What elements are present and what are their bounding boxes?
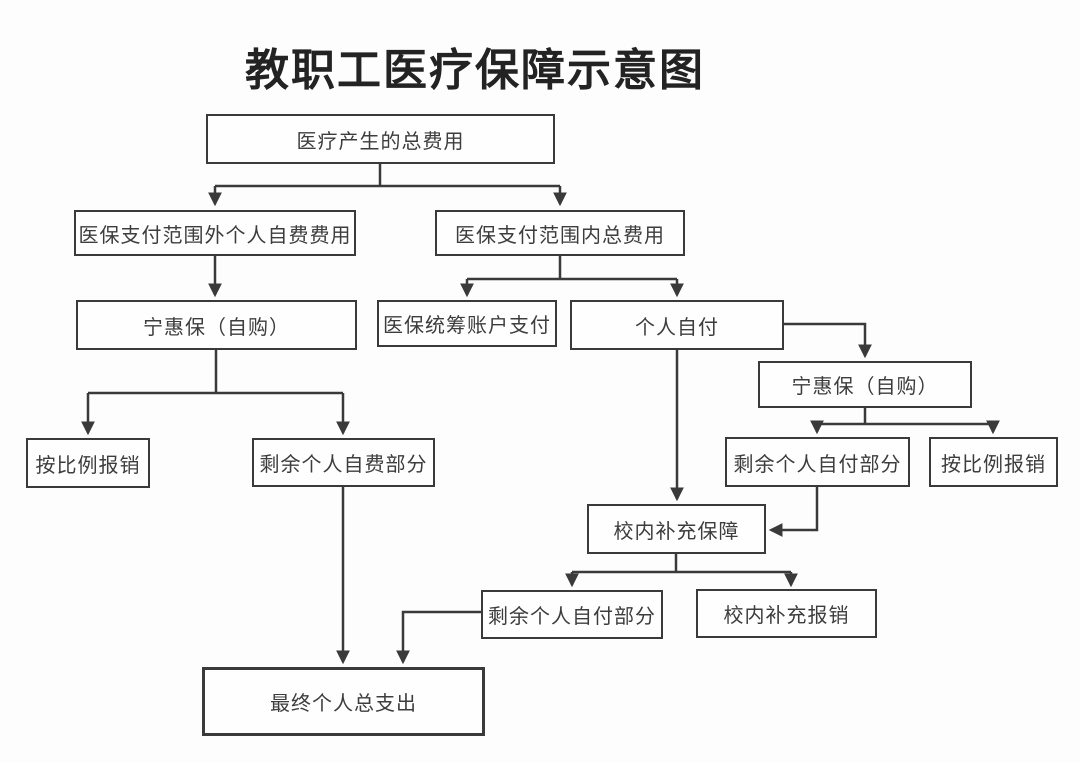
node-school-supplement: 校内补充保障	[587, 504, 766, 554]
connector-remaining-to-school	[768, 487, 819, 537]
connector-school-split	[565, 554, 798, 588]
node-pooled-account: 医保统筹账户支付	[377, 300, 557, 347]
connector-ninghuibao-right-split	[810, 408, 1000, 435]
node-school-reimburse: 校内补充报销	[696, 589, 877, 638]
node-outside-scope: 医保支付范围外个人自费费用	[74, 210, 356, 256]
node-remaining-self-funded: 剩余个人自费部分	[252, 438, 435, 487]
node-ninghuibao-left: 宁惠保（自购）	[76, 300, 357, 350]
connector-inside-split	[460, 256, 684, 298]
connector-ninghuibao-left-split	[81, 350, 350, 436]
connector-total-split	[208, 164, 567, 207]
node-total-cost: 医疗产生的总费用	[206, 114, 555, 164]
node-self-pay: 个人自付	[570, 300, 784, 350]
node-remaining-after-school: 剩余个人自付部分	[481, 590, 663, 639]
node-remaining-self-pay: 剩余个人自付部分	[725, 437, 910, 487]
page-title: 教职工医疗保障示意图	[245, 46, 705, 95]
node-proportional-left: 按比例报销	[26, 438, 150, 488]
node-ninghuibao-right: 宁惠保（自购）	[758, 361, 972, 408]
node-final-total: 最终个人总支出	[202, 667, 485, 736]
connector-selfpay-to-ninghuibao-right	[784, 322, 872, 359]
node-proportional-right: 按比例报销	[929, 437, 1058, 487]
node-inside-scope: 医保支付范围内总费用	[435, 210, 685, 256]
connector-remaining-after-school-to-final	[396, 610, 481, 665]
